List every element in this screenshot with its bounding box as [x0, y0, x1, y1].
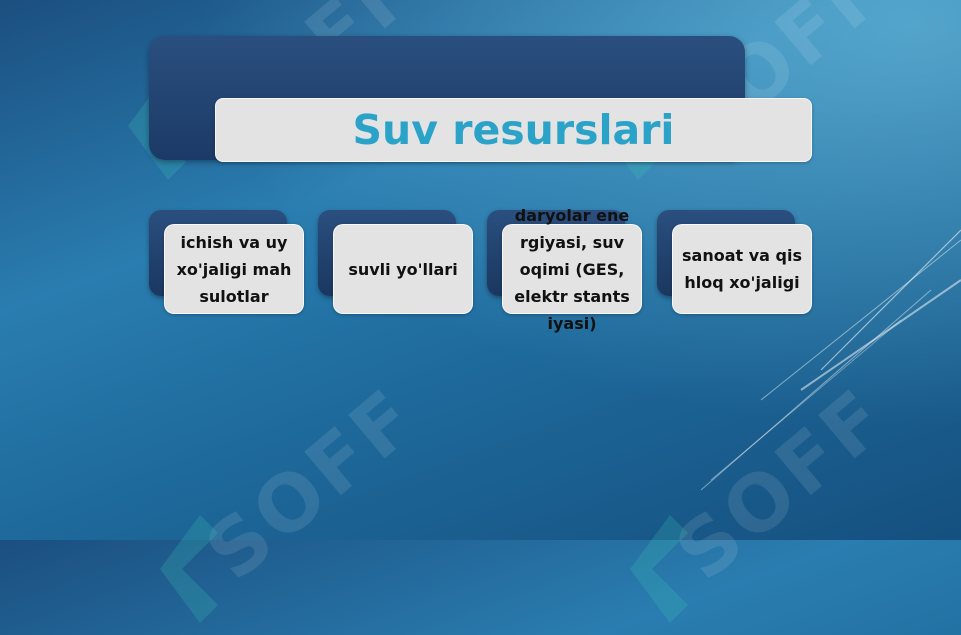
item-card-4: sanoat va qishloq xo'jaligi: [672, 224, 812, 314]
item-card-3: daryolar energiyasi, suv oqimi (GES, ele…: [502, 206, 642, 333]
item-label-3: daryolar energiyasi, suv oqimi (GES, ele…: [514, 205, 630, 333]
title-box: Suv resurslari: [215, 98, 812, 162]
item-label-2: suvli yo'llari: [348, 259, 458, 279]
item-label-1: ichish va uy xo'jaligi mahsulotlar: [176, 232, 292, 306]
diagram-title: Suv resurslari: [352, 106, 675, 154]
item-card-1: ichish va uy xo'jaligi mahsulotlar: [164, 224, 304, 314]
item-label-4: sanoat va qishloq xo'jaligi: [682, 246, 802, 292]
item-card-2: suvli yo'llari: [333, 224, 473, 314]
